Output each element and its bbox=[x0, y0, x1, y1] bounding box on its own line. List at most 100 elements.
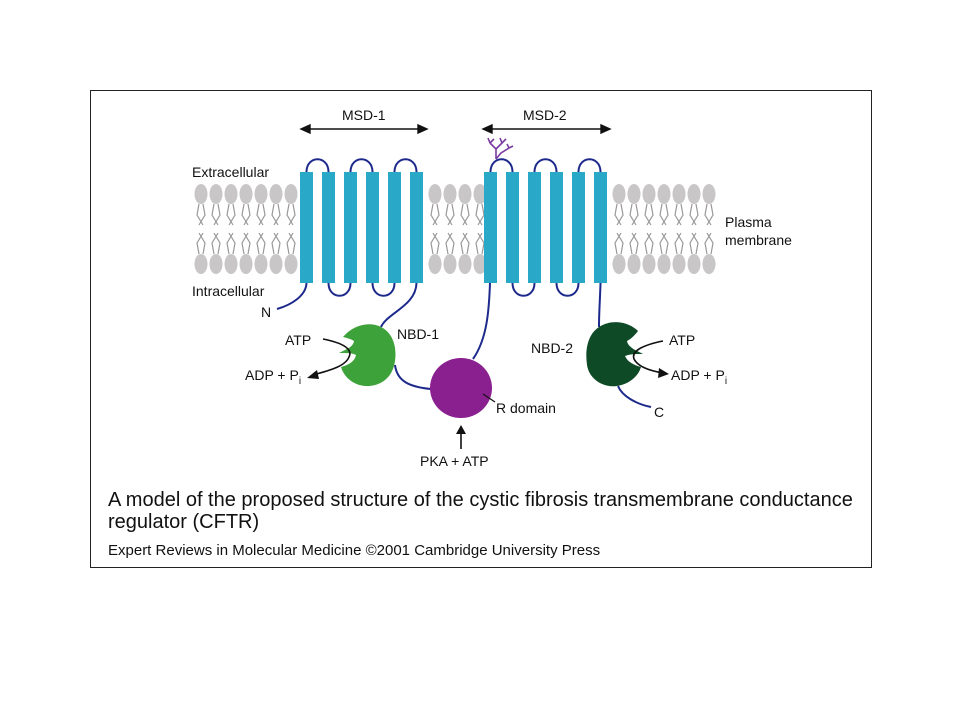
transmembrane-helix bbox=[410, 172, 423, 283]
extracellular-loop bbox=[533, 158, 558, 173]
transmembrane-helix bbox=[484, 172, 497, 283]
transmembrane-helix bbox=[506, 172, 519, 283]
extracellular-label: Extracellular bbox=[192, 164, 269, 180]
c-terminus-label: C bbox=[654, 404, 664, 420]
lipid-head-bottom bbox=[473, 254, 487, 274]
lipid-head-top bbox=[672, 184, 686, 204]
lipid-tail-top bbox=[614, 203, 624, 226]
lipid-tail-bottom bbox=[271, 232, 281, 255]
atp-left-label: ATP bbox=[285, 332, 311, 348]
nbd1-to-r-domain-chain bbox=[394, 364, 432, 390]
transmembrane-helix bbox=[322, 172, 335, 283]
extracellular-loop bbox=[489, 158, 514, 173]
lipid-head-top bbox=[702, 184, 716, 204]
lipid-tail-bottom bbox=[445, 232, 455, 255]
lipid-tail-top bbox=[241, 203, 251, 226]
transmembrane-helix bbox=[528, 172, 541, 283]
intracellular-label: Intracellular bbox=[192, 283, 265, 299]
lipid-tail-bottom bbox=[460, 232, 470, 255]
lipid-head-bottom bbox=[627, 254, 641, 274]
transmembrane-helix bbox=[388, 172, 401, 283]
lipid-head-bottom bbox=[642, 254, 656, 274]
intracellular-loop bbox=[327, 282, 352, 297]
lipid-head-bottom bbox=[269, 254, 283, 274]
helices-msd2 bbox=[484, 172, 607, 283]
atp-right-label: ATP bbox=[669, 332, 695, 348]
glycosylation-icon bbox=[487, 137, 514, 160]
extracellular-loop bbox=[577, 158, 602, 173]
lipid-head-top bbox=[209, 184, 223, 204]
lipid-head-top bbox=[269, 184, 283, 204]
nbd1-label: NBD-1 bbox=[397, 326, 439, 342]
r-domain-to-msd2-chain bbox=[472, 282, 491, 360]
lipid-tail-bottom bbox=[256, 232, 266, 255]
lipid-tail-top bbox=[704, 203, 714, 226]
n-terminus-label: N bbox=[261, 304, 271, 320]
extracellular-loop bbox=[393, 158, 418, 173]
c-terminus-chain bbox=[617, 385, 652, 408]
adp-right-sub: i bbox=[725, 376, 727, 387]
lipid-head-bottom bbox=[428, 254, 442, 274]
lipid-tail-top bbox=[674, 203, 684, 226]
lipid-head-top bbox=[627, 184, 641, 204]
lipid-head-top bbox=[239, 184, 253, 204]
adp-left-main: ADP + P bbox=[245, 367, 299, 383]
figure-caption: A model of the proposed structure of the… bbox=[108, 489, 853, 533]
lipid-head-bottom bbox=[612, 254, 626, 274]
lipid-head-bottom bbox=[672, 254, 686, 274]
lipid-tail-top bbox=[196, 203, 206, 226]
lipid-tail-bottom bbox=[689, 232, 699, 255]
lipid-tail-top bbox=[689, 203, 699, 226]
lipid-tail-top bbox=[460, 203, 470, 226]
atp-arrowhead-right bbox=[658, 368, 669, 378]
helices-msd1 bbox=[300, 172, 423, 283]
lipid-head-bottom bbox=[284, 254, 298, 274]
atp-arrow-right bbox=[632, 340, 664, 374]
lipid-tail-bottom bbox=[286, 232, 296, 255]
r-domain bbox=[430, 358, 492, 418]
transmembrane-helix bbox=[366, 172, 379, 283]
nbd1-domain bbox=[339, 324, 396, 387]
lipid-head-top bbox=[473, 184, 487, 204]
lipid-tail-top bbox=[445, 203, 455, 226]
lipid-tail-bottom bbox=[674, 232, 684, 255]
lipid-tail-top bbox=[256, 203, 266, 226]
adp-right-label: ADP + Pi bbox=[671, 367, 727, 387]
lipid-tail-bottom bbox=[475, 232, 485, 255]
lipid-tail-bottom bbox=[226, 232, 236, 255]
lipid-tail-bottom bbox=[211, 232, 221, 255]
n-terminus-chain bbox=[276, 282, 308, 310]
r-domain-pointer bbox=[482, 393, 496, 403]
lipid-head-top bbox=[284, 184, 298, 204]
atp-arrowhead-left bbox=[307, 370, 319, 379]
figure-frame: MSD-1 MSD-2 Extracellular Intracellular … bbox=[90, 90, 872, 568]
lipid-head-top bbox=[458, 184, 472, 204]
intracellular-loop bbox=[555, 282, 580, 297]
figure-credit: Expert Reviews in Molecular Medicine ©20… bbox=[108, 542, 601, 559]
msd2-arrow bbox=[481, 123, 612, 135]
lipid-tail-bottom bbox=[704, 232, 714, 255]
lipid-tail-top bbox=[271, 203, 281, 226]
lipid-tail-bottom bbox=[241, 232, 251, 255]
transmembrane-helix bbox=[344, 172, 357, 283]
adp-left-sub: i bbox=[299, 376, 301, 387]
lipid-head-top bbox=[443, 184, 457, 204]
lipid-head-bottom bbox=[702, 254, 716, 274]
lipid-head-top bbox=[612, 184, 626, 204]
lipid-tail-top bbox=[659, 203, 669, 226]
pka-arrow bbox=[456, 425, 466, 449]
lipid-head-bottom bbox=[194, 254, 208, 274]
lipid-tail-bottom bbox=[614, 232, 624, 255]
cftr-diagram: MSD-1 MSD-2 Extracellular Intracellular … bbox=[192, 107, 792, 469]
lipid-tail-bottom bbox=[659, 232, 669, 255]
plasma-membrane-label-line2: membrane bbox=[725, 232, 792, 248]
lipid-tail-bottom bbox=[629, 232, 639, 255]
lipid-head-bottom bbox=[657, 254, 671, 274]
msd1-arrow bbox=[299, 123, 429, 135]
lipid-head-top bbox=[642, 184, 656, 204]
atp-arrow-left bbox=[312, 338, 351, 376]
transmembrane-helix bbox=[594, 172, 607, 283]
msd1-to-nbd1-chain bbox=[380, 282, 418, 328]
adp-left-label: ADP + Pi bbox=[245, 367, 301, 387]
plasma-membrane-label-line1: Plasma bbox=[725, 214, 772, 230]
